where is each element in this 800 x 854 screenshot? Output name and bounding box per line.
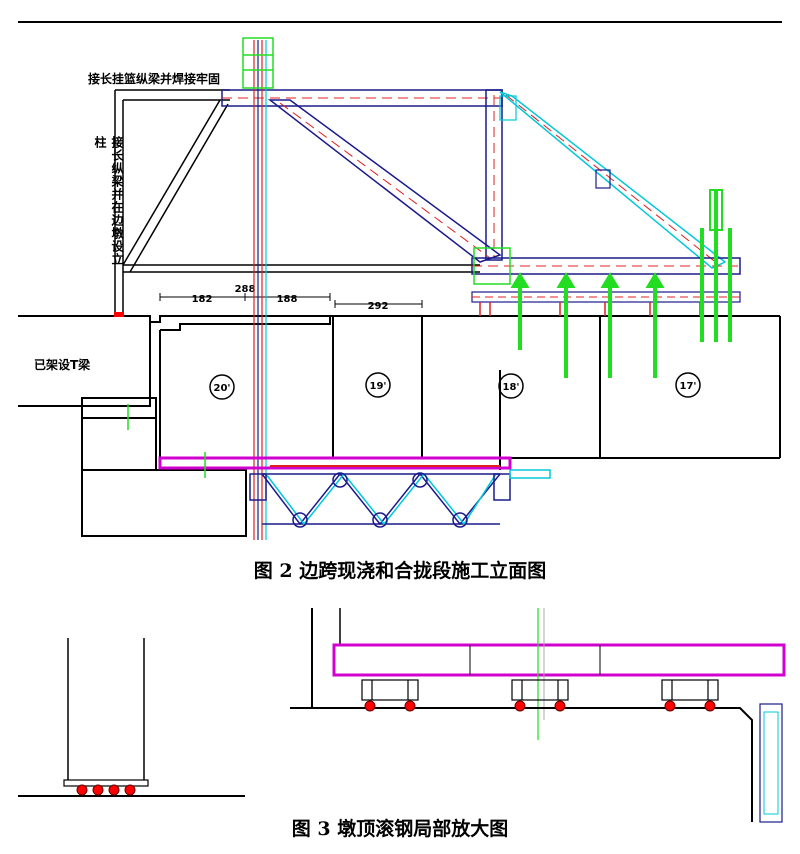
right-bearings xyxy=(361,679,719,701)
detail-formwork-beam xyxy=(332,643,786,677)
figure-2-elevation: 20' 19' 18' 17' 182 188 292 288 xyxy=(18,37,781,540)
deck-top-line xyxy=(18,315,780,323)
dim-label-4: 288 xyxy=(235,284,256,295)
segment-marker-19 xyxy=(365,372,391,398)
segment-label-17: 17' xyxy=(680,381,697,392)
extension-frame xyxy=(114,89,480,316)
dimension-lines: 182 188 292 288 xyxy=(159,284,423,312)
segment-top-step xyxy=(160,316,331,331)
pier-upper xyxy=(81,417,157,471)
figure-3-detail xyxy=(18,608,786,823)
segment-label-20: 20' xyxy=(214,383,231,394)
segment-label-19: 19' xyxy=(370,381,387,392)
bottom-formwork-beam xyxy=(158,456,512,470)
label-built-t-girder: 已架设T梁 xyxy=(34,358,91,372)
segment-markers: 20' 19' 18' 17' xyxy=(209,372,701,400)
hanging-basket-truss xyxy=(221,89,741,316)
label-vertical-column: 接长纵梁并在边墩设立柱 xyxy=(93,136,124,266)
figure-3-caption: 图 3 墩顶滚钢局部放大图 xyxy=(291,818,509,840)
figure-2-caption: 图 2 边跨现浇和合拢段施工立面图 xyxy=(253,560,547,582)
t-girder-outline xyxy=(18,322,151,407)
dim-label-2: 188 xyxy=(277,294,298,305)
pier-base xyxy=(81,469,247,537)
segment-marker-17 xyxy=(675,372,701,398)
pier-cap xyxy=(81,397,157,419)
segment-label-18: 18' xyxy=(503,382,520,393)
left-rollers xyxy=(76,784,136,796)
dim-label-3: 292 xyxy=(368,301,389,312)
right-rollers xyxy=(364,700,716,712)
hoist-jacks xyxy=(510,189,732,378)
column-base-mark xyxy=(114,312,124,317)
lower-support-truss xyxy=(249,469,551,528)
label-extend-beam: 接长挂篮纵梁并焊接牢固 xyxy=(88,72,221,86)
segment-marker-20 xyxy=(209,374,235,400)
dim-label-1: 182 xyxy=(192,294,213,305)
segment-marker-18 xyxy=(498,373,524,399)
